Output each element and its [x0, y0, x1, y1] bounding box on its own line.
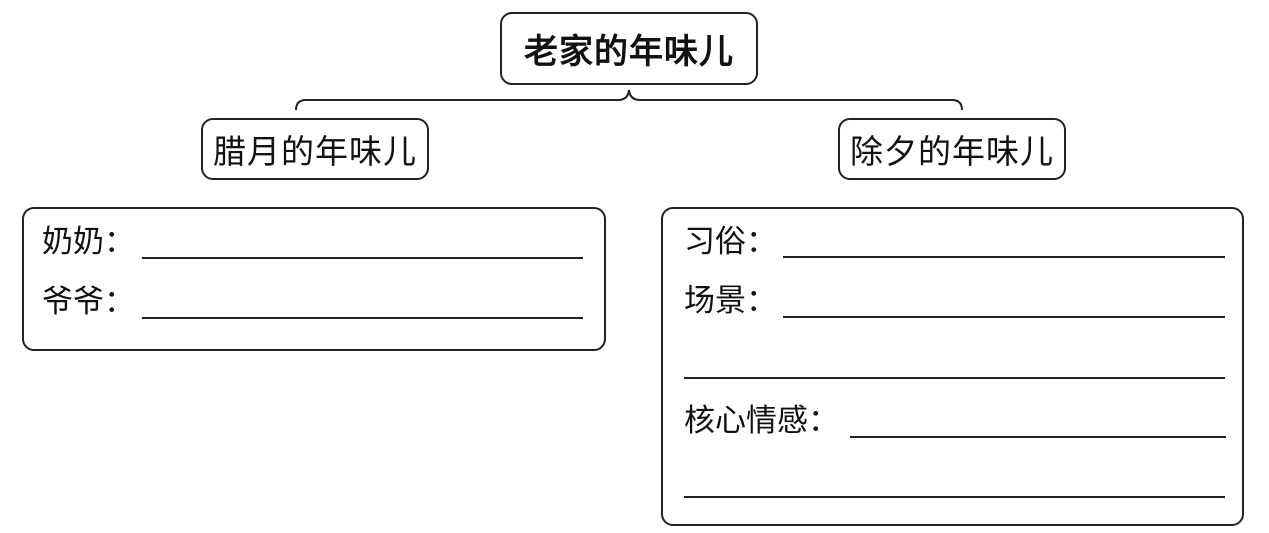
blank-line-grandma[interactable]: [142, 257, 583, 259]
blank-line-scene-continued[interactable]: [684, 377, 1225, 379]
branch-node-label: 腊月的年味儿: [213, 132, 417, 171]
field-label-grandma: 奶奶：: [42, 224, 135, 260]
root-node: 老家的年味儿: [500, 12, 758, 85]
blank-line-scene[interactable]: [783, 316, 1225, 318]
blank-line-core-emotion-continued[interactable]: [684, 496, 1225, 498]
branch-node-label: 除夕的年味儿: [850, 132, 1054, 171]
branch-node-new-years-eve: 除夕的年味儿: [838, 118, 1066, 180]
panel-new-years-eve: [661, 207, 1244, 526]
field-label-grandpa: 爷爷：: [42, 284, 135, 320]
blank-line-grandpa[interactable]: [142, 317, 583, 319]
branch-node-lunar-month: 腊月的年味儿: [201, 118, 429, 180]
field-label-core-emotion: 核心情感：: [684, 403, 839, 439]
field-label-scene: 场景：: [684, 283, 777, 319]
blank-line-core-emotion[interactable]: [850, 436, 1226, 438]
root-node-label: 老家的年味儿: [524, 32, 734, 72]
blank-line-customs[interactable]: [783, 256, 1225, 258]
panel-lunar-month: [22, 207, 606, 351]
field-label-customs: 习俗：: [684, 224, 777, 260]
